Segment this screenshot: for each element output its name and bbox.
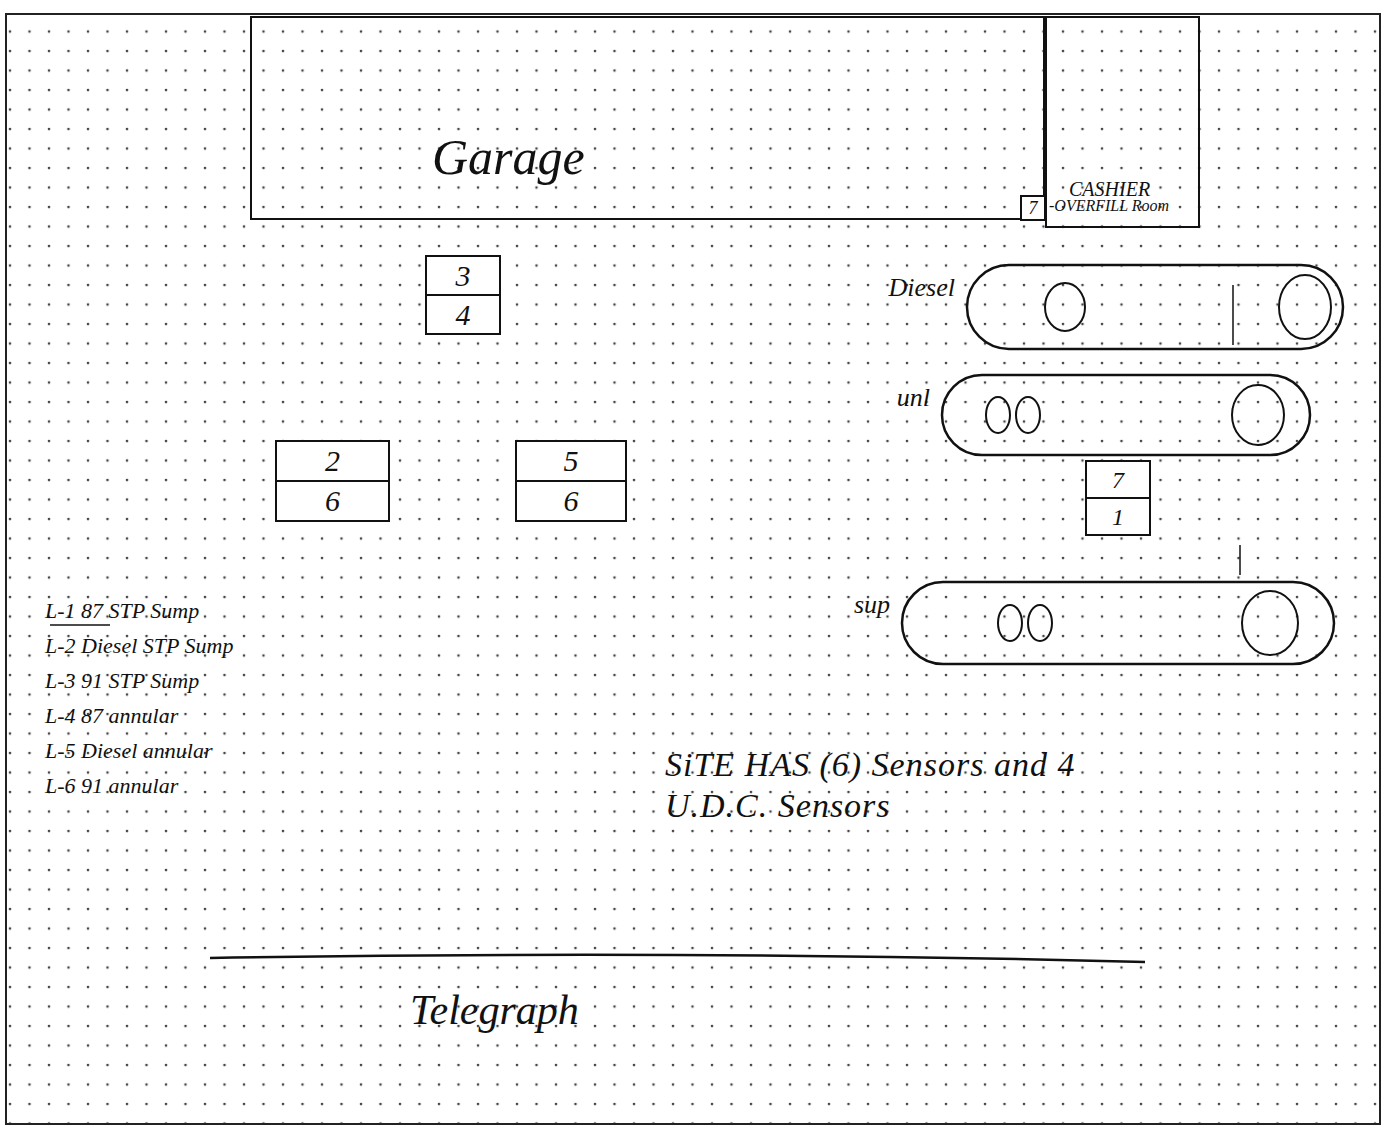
node-text: Diesel: [889, 273, 955, 303]
legend-line: L-4 87 annular: [45, 703, 305, 729]
island-outline: [965, 263, 1345, 351]
node-text: 5: [564, 446, 579, 476]
box-cell: 4: [427, 294, 499, 333]
box-cell: 7: [1087, 462, 1149, 497]
island-outline: [940, 373, 1312, 457]
dispenser-island: Diesel: [965, 263, 1345, 351]
box-cell: 1: [1087, 497, 1149, 534]
street-name: Telegraph: [410, 985, 710, 1035]
dispenser-island: sup: [900, 580, 1336, 666]
tick-mark: [1232, 285, 1234, 345]
node-text: 3: [456, 261, 471, 291]
node-text: 6: [325, 486, 340, 516]
legend-line: L-5 Diesel annular: [45, 738, 305, 764]
overfill-box: 7: [1020, 195, 1046, 221]
box-cell: 6: [517, 480, 625, 520]
street-line: [210, 955, 1145, 962]
node-text: 4: [456, 300, 471, 330]
dot-grid: [6, 14, 1380, 1124]
legend-line: L-3 91 STP Sump: [45, 668, 305, 694]
island-shape: [942, 375, 1310, 455]
legend-line: L-1 87 STP Sump: [45, 598, 305, 624]
garage-building: Garage: [250, 16, 1045, 220]
underline: [50, 624, 110, 626]
tank-sensor-box: 56: [515, 440, 627, 522]
node-text: unl: [897, 383, 930, 413]
tank-sensor-box: 34: [425, 255, 501, 335]
island-shape: [902, 582, 1334, 664]
dispenser-symbol: [1242, 591, 1298, 655]
box-cell: 6: [277, 480, 388, 520]
node-text: 1: [1112, 505, 1124, 529]
node-text: 7: [1112, 468, 1124, 492]
node-text: 7: [1029, 199, 1038, 217]
node-text: Garage: [432, 128, 585, 186]
box-cell: 7: [1022, 197, 1044, 219]
island-outline: [900, 580, 1336, 666]
node-text: 6: [564, 486, 579, 516]
site-note: SiTE HAS (6) Sensors and 4 U.D.C. Sensor…: [665, 745, 1165, 827]
dispenser-symbol: [1028, 605, 1052, 641]
node-text: sup: [854, 590, 890, 620]
dispenser-symbol: [986, 397, 1010, 433]
dispenser-symbol: [1232, 385, 1284, 445]
dispenser-symbol: [1279, 275, 1331, 339]
node-text: 2: [325, 446, 340, 476]
cashier-building: CASHIER: [1045, 16, 1200, 228]
box-cell: 2: [277, 442, 388, 480]
island-shape: [967, 265, 1343, 349]
sensor-box: 71: [1085, 460, 1151, 536]
dispenser-symbol: [1016, 397, 1040, 433]
box-cell: 5: [517, 442, 625, 480]
dispenser-symbol: [998, 605, 1022, 641]
dispenser-symbol: [1045, 283, 1085, 331]
dispenser-island: unl: [940, 373, 1312, 457]
legend-line: L-6 91 annular: [45, 773, 305, 799]
page-frame: [6, 14, 1380, 1124]
box-cell: 3: [427, 257, 499, 294]
tank-sensor-box: 26: [275, 440, 390, 522]
legend-line: L-2 Diesel STP Sump: [45, 633, 305, 659]
tick-mark: [1239, 545, 1241, 575]
room-note: -OVERFILL Room: [1049, 196, 1372, 215]
